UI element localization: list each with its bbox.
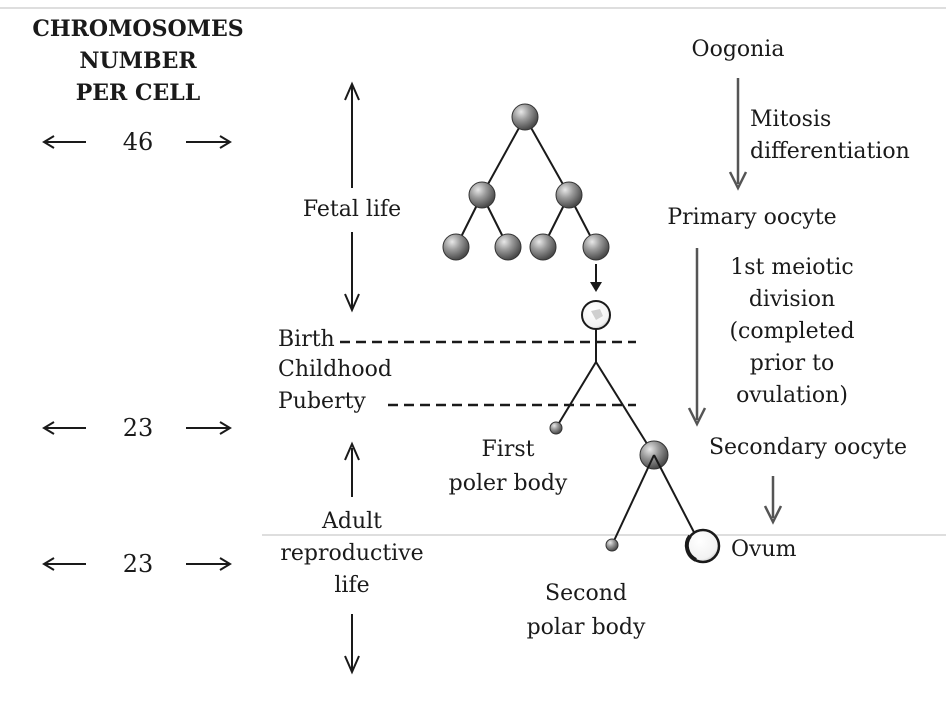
- ovulation-arrowhead-icon: [763, 505, 783, 525]
- differentiation-label: differentiation: [750, 139, 910, 164]
- oogonium-cell: [442, 233, 470, 261]
- ovum-label: Ovum: [731, 537, 797, 562]
- count-46: 46: [123, 128, 154, 156]
- down-arrowhead-icon: [344, 655, 360, 675]
- oogonium-cell: [555, 181, 583, 209]
- left-arrowhead-icon: [42, 421, 55, 435]
- mitosis-tree: [442, 103, 610, 261]
- right-arrowhead-icon: [219, 135, 232, 149]
- childhood-label: Childhood: [278, 357, 392, 382]
- second-polar-label-line-1: Second: [545, 581, 627, 606]
- first-polar-label-line-1: First: [482, 437, 535, 462]
- first-polar-body-cell: [549, 421, 563, 435]
- count-row-23-b: 23: [42, 550, 232, 578]
- primary-oocyte-label: Primary oocyte: [667, 205, 836, 230]
- birth-label: Birth: [278, 327, 335, 352]
- oogonium-cell: [582, 233, 610, 261]
- fetal-life-label: Fetal life: [303, 197, 401, 222]
- header-line-2: NUMBER: [79, 48, 197, 74]
- header-line-3: PER CELL: [76, 80, 200, 106]
- adult-life-span: Adult reproductive life: [280, 441, 424, 675]
- left-arrowhead-icon: [42, 135, 55, 149]
- right-arrowhead-icon: [219, 421, 232, 435]
- count-row-23-a: 23: [42, 414, 232, 442]
- adult-label-line-1: Adult: [321, 509, 382, 534]
- mitosis-label: Mitosis: [750, 107, 831, 132]
- count-23-a: 23: [123, 414, 154, 442]
- down-arrowhead-icon: [590, 282, 602, 292]
- puberty-label: Puberty: [278, 389, 366, 414]
- secondary-oocyte-label: Secondary oocyte: [709, 435, 907, 460]
- meiotic-label-line-4: prior to: [750, 351, 834, 376]
- down-arrowhead-icon: [344, 293, 360, 313]
- left-arrowhead-icon: [42, 557, 55, 571]
- second-polar-body-cell: [605, 538, 619, 552]
- header-line-1: CHROMOSOMES: [32, 16, 243, 42]
- oogonium-cell: [494, 233, 522, 261]
- tree-branch: [524, 116, 570, 196]
- fetal-life-span: Fetal life: [303, 81, 401, 313]
- count-row-46: 46: [42, 128, 232, 156]
- meiotic-label-line-2: division: [749, 287, 835, 312]
- meiotic-label-line-5: ovulation): [736, 383, 848, 408]
- up-arrowhead-icon: [344, 81, 360, 101]
- oocyte-nucleus: [591, 309, 603, 320]
- meiotic-label-line-1: 1st meiotic: [730, 255, 853, 280]
- adult-label-line-2: reproductive: [280, 541, 423, 566]
- mitosis-arrowhead-icon: [728, 171, 748, 191]
- ovum-edge: [684, 534, 698, 562]
- oogonium-cell: [529, 233, 557, 261]
- up-arrowhead-icon: [344, 441, 360, 461]
- second-polar-branch: [611, 454, 655, 546]
- oogonium-cell: [511, 103, 539, 131]
- tree-branch: [481, 116, 526, 196]
- oogonia-label: Oogonia: [692, 37, 785, 62]
- meiotic-label-line-3: (completed: [729, 319, 854, 344]
- secondary-oocyte-branch: [595, 361, 655, 456]
- count-23-b: 23: [123, 550, 154, 578]
- second-polar-label-line-2: polar body: [527, 615, 646, 640]
- right-arrowhead-icon: [219, 557, 232, 571]
- ovum-branch: [653, 454, 699, 541]
- adult-label-line-3: life: [334, 573, 369, 598]
- first-polar-branch: [555, 361, 597, 429]
- meiosis-arrowhead-icon: [687, 407, 707, 427]
- first-polar-label-line-2: poler body: [449, 471, 568, 496]
- oogonium-cell: [468, 181, 496, 209]
